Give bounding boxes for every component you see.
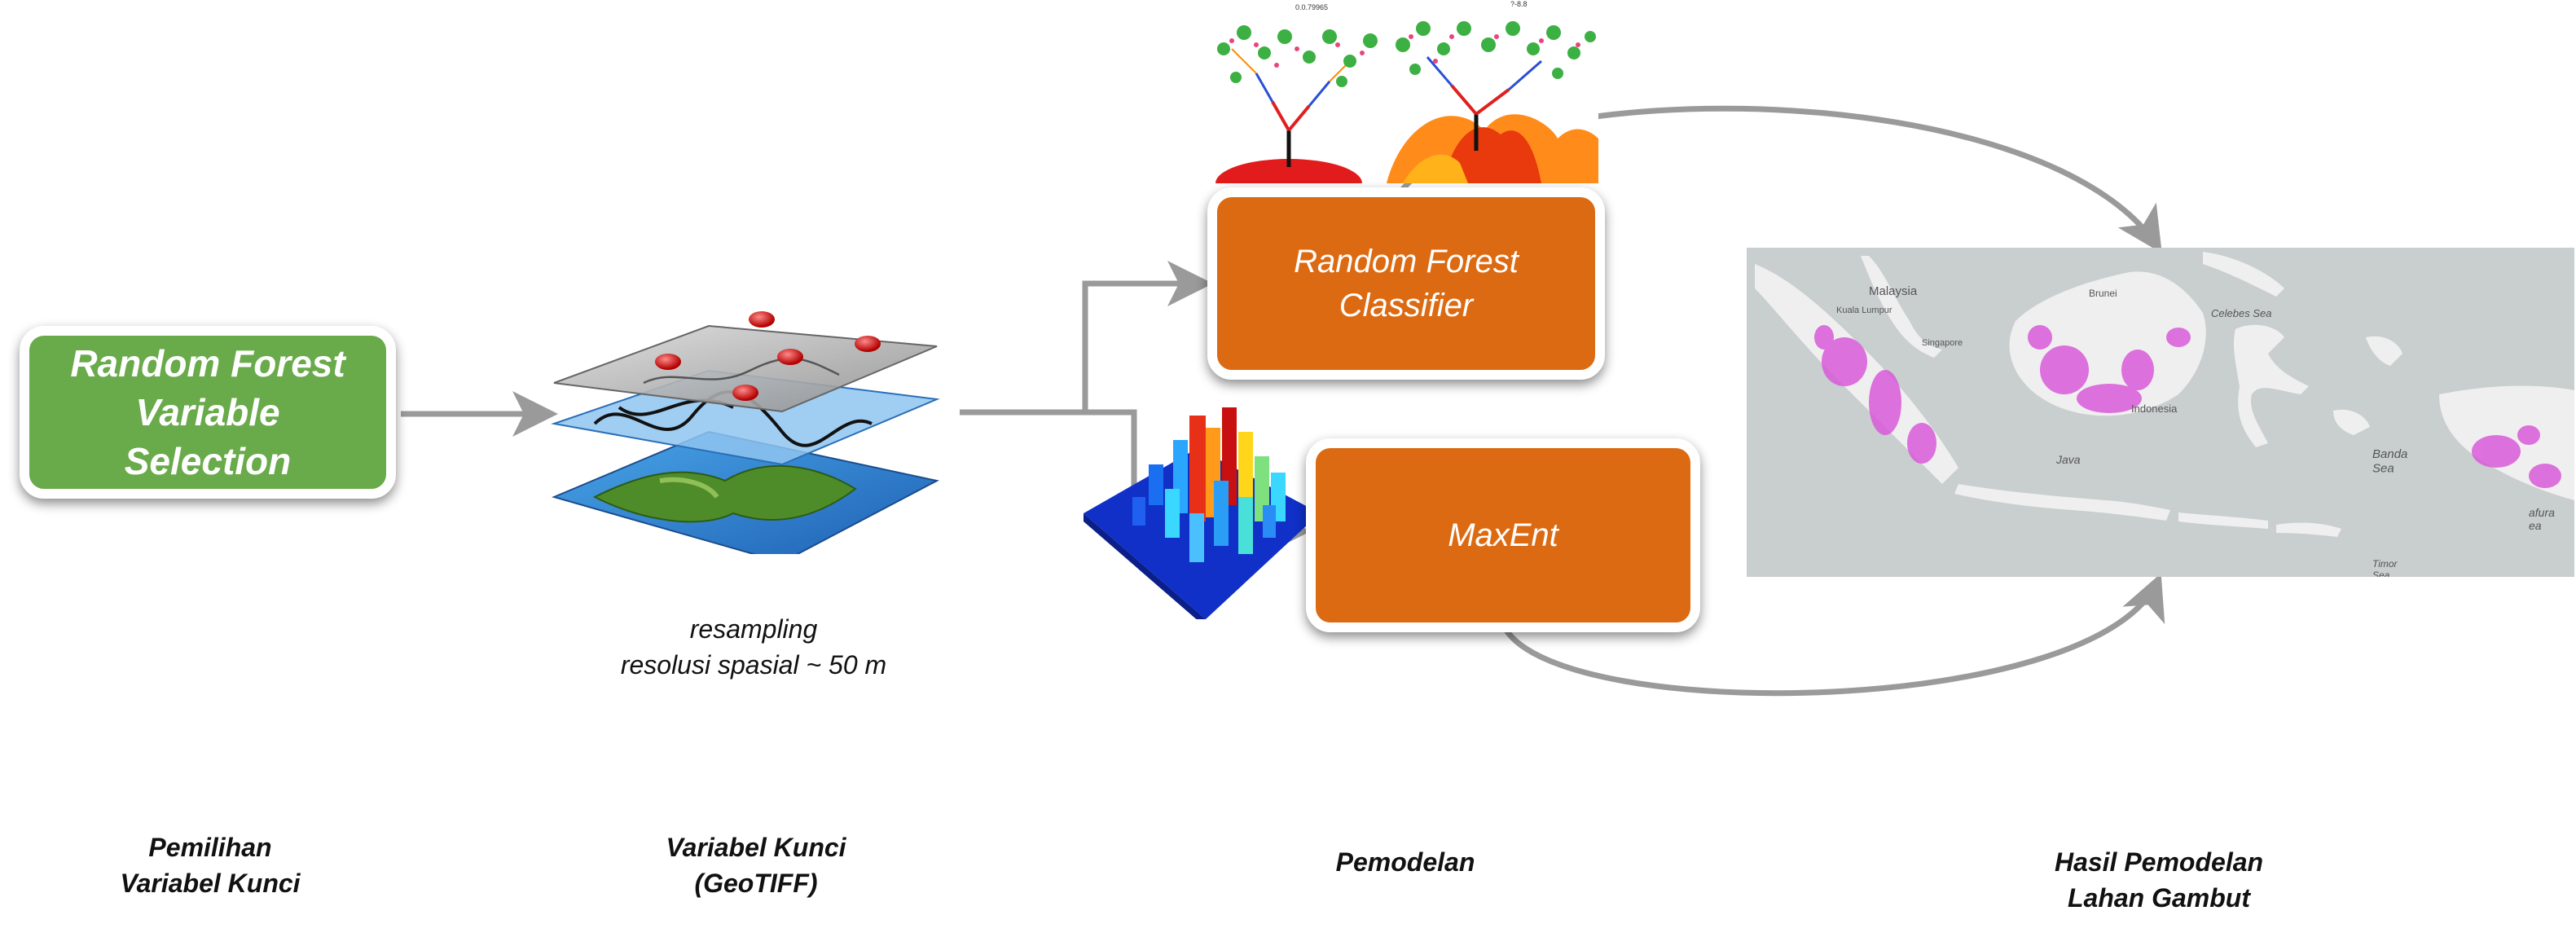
rf-classifier-box: Random Forest Classifier [1207, 187, 1605, 380]
gis-layers-illustration [551, 311, 940, 554]
resampling-caption: resampling resolusi spasial ~ 50 m [620, 614, 887, 680]
decision-tree-illustration: 0.0.79965 ?-8.8 [1207, 0, 1598, 183]
stage-label-variabel: Variabel Kunci (GeoTIFF) [666, 833, 846, 898]
maxent-label: MaxEnt [1448, 517, 1558, 553]
peatland-map: Malaysia Kuala Lumpur Singapore Brunei I… [1747, 248, 2574, 577]
map-label-malaysia: Malaysia [1869, 284, 1918, 298]
maxent-box: MaxEnt [1306, 438, 1700, 632]
arrow-variables-to-rf [960, 261, 1213, 416]
stage-label-hasil: Hasil Pemodelan Lahan Gambut [2054, 847, 2264, 913]
stage-label-pemodelan: Pemodelan [1335, 847, 1475, 877]
map-label-indonesia: Indonesia [2131, 403, 2178, 415]
map-label-brunei: Brunei [2089, 288, 2117, 299]
tree-label-left: 0.0.79965 [1295, 3, 1328, 11]
rf-variable-selection-box: Random Forest Variable Selection [20, 326, 396, 499]
maxent-3d-histogram [1084, 407, 1320, 619]
map-label-java: Java [2055, 453, 2081, 466]
rf-variable-selection-label: Random Forest Variable Selection [70, 342, 345, 482]
map-label-celebes-sea: Celebes Sea [2211, 307, 2271, 319]
rf-classifier-label: Random Forest Classifier [1294, 244, 1519, 323]
arrow-maxent-to-map [1503, 573, 2165, 697]
stage-label-pemilihan: Pemilihan Variabel Kunci [120, 833, 301, 898]
map-label-singapore: Singapore [1922, 338, 1963, 348]
map-label-kuala-lumpur: Kuala Lumpur [1836, 306, 1892, 315]
tree-label-right: ?-8.8 [1510, 0, 1528, 8]
